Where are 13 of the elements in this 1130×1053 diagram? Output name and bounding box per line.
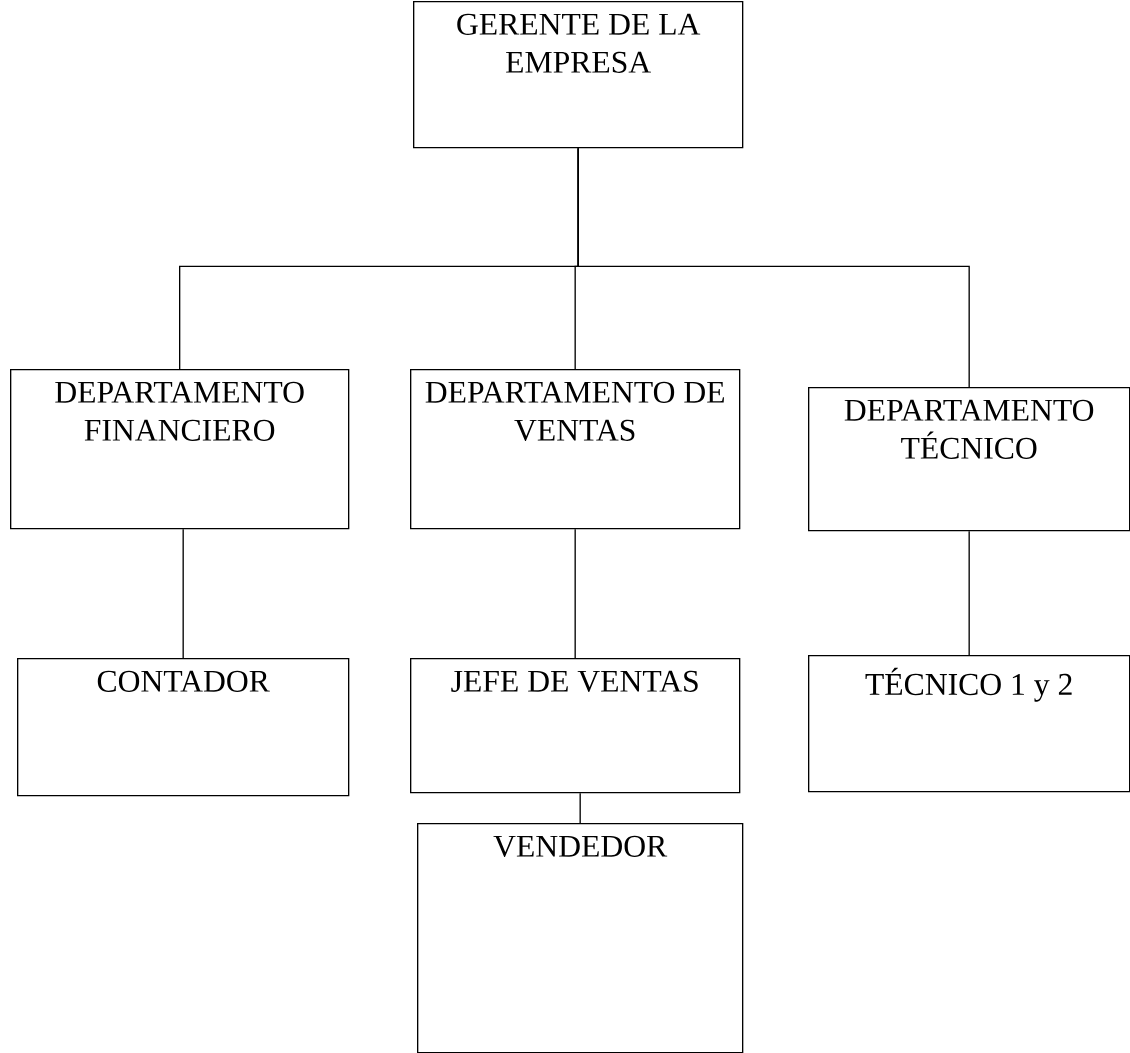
connector-line [574,528,576,659]
org-box: TÉCNICO 1 y 2 [808,655,1130,793]
org-box: GERENTE DE LA EMPRESA [413,1,744,149]
connector-line [182,528,184,659]
org-box: CONTADOR [17,658,350,797]
connector-line [577,147,970,388]
org-box: DEPARTAMENTO DE VENTAS [410,369,741,530]
org-box: DEPARTAMENTO FINANCIERO [10,369,350,530]
connector-line [968,530,970,656]
connector-line [579,792,581,824]
org-box: DEPARTAMENTO TÉCNICO [808,387,1130,532]
org-box: JEFE DE VENTAS [410,658,741,794]
org-box: VENDEDOR [417,823,744,1053]
